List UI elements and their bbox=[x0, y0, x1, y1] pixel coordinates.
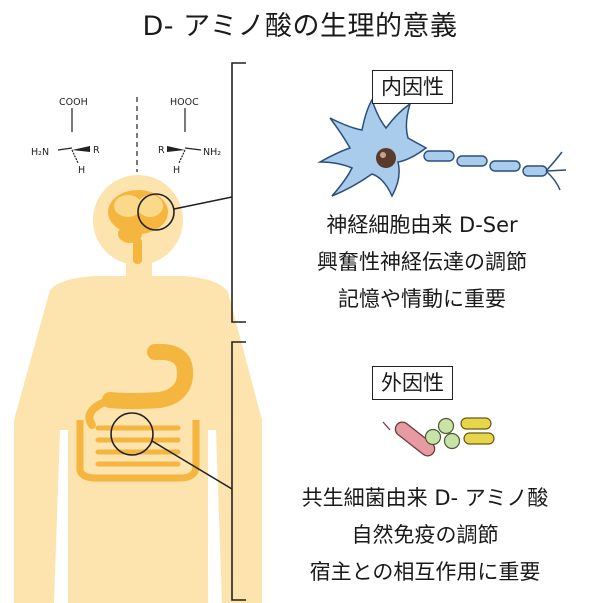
brainstem bbox=[133, 238, 142, 264]
brain-zoom-circle bbox=[137, 193, 175, 231]
large-intestine bbox=[76, 420, 200, 482]
intrinsic-line-1: 神経細胞由来 D-Ser bbox=[326, 213, 518, 237]
intrinsic-label: 内因性 bbox=[372, 70, 453, 104]
molecule-left-h: H bbox=[78, 165, 85, 176]
digestive-tract bbox=[76, 343, 200, 482]
molecule-right-amine: NH₂ bbox=[203, 147, 221, 158]
brain-lobe-right bbox=[137, 195, 163, 217]
gut-zoom-circle bbox=[110, 412, 154, 456]
molecule-right-top: HOOC bbox=[170, 97, 199, 108]
page-title: D- アミノ酸の生理的意義 bbox=[142, 11, 458, 42]
intrinsic-line-3: 記憶や情動に重要 bbox=[338, 287, 506, 311]
bacterium-coccus-2 bbox=[437, 417, 455, 435]
extrinsic-line-3: 宿主との相互作用に重要 bbox=[309, 560, 541, 584]
neuron-icon bbox=[317, 98, 567, 198]
bacterium-rod-yellow-1 bbox=[460, 417, 492, 430]
molecule-left-r: R bbox=[93, 145, 100, 156]
bacterium-coccus-3 bbox=[443, 432, 461, 450]
myelin-sheath bbox=[423, 150, 548, 177]
extrinsic-line-1: 共生細菌由来 D- アミノ酸 bbox=[301, 486, 549, 510]
bacteria-icon bbox=[382, 417, 495, 457]
molecule-right: HOOC R NH₂ H bbox=[158, 97, 221, 176]
molecule-left: COOH H₂N R H bbox=[31, 97, 100, 176]
brain-connector bbox=[173, 196, 233, 210]
brain bbox=[108, 190, 168, 264]
molecule-right-h: H bbox=[173, 165, 180, 176]
stomach bbox=[102, 343, 193, 409]
molecule-left-amine: H₂N bbox=[31, 147, 49, 158]
intrinsic-line-2: 興奮性神経伝達の調節 bbox=[317, 250, 527, 274]
molecule-right-r: R bbox=[158, 145, 165, 156]
bacterium-coccus-1 bbox=[424, 428, 442, 446]
small-intestine bbox=[95, 425, 181, 467]
bracket-intrinsic bbox=[231, 62, 246, 323]
neuron-nucleus bbox=[376, 148, 396, 168]
bacterium-rod-yellow-2 bbox=[463, 432, 495, 445]
intrinsic-description: 神経細胞由来 D-Ser 興奮性神経伝達の調節 記憶や情動に重要 bbox=[252, 207, 592, 318]
brain-lobe-left bbox=[114, 195, 142, 217]
bracket-extrinsic bbox=[231, 341, 246, 601]
axon-terminal bbox=[545, 151, 567, 191]
extrinsic-description: 共生細菌由来 D- アミノ酸 自然免疫の調節 宿主との相互作用に重要 bbox=[252, 480, 598, 591]
extrinsic-line-2: 自然免疫の調節 bbox=[351, 523, 499, 547]
gut-connector bbox=[151, 440, 233, 490]
molecule-left-top: COOH bbox=[59, 97, 88, 108]
bacterium-rod-pink bbox=[394, 421, 436, 457]
extrinsic-label: 外因性 bbox=[372, 366, 453, 400]
duodenum bbox=[85, 396, 114, 429]
